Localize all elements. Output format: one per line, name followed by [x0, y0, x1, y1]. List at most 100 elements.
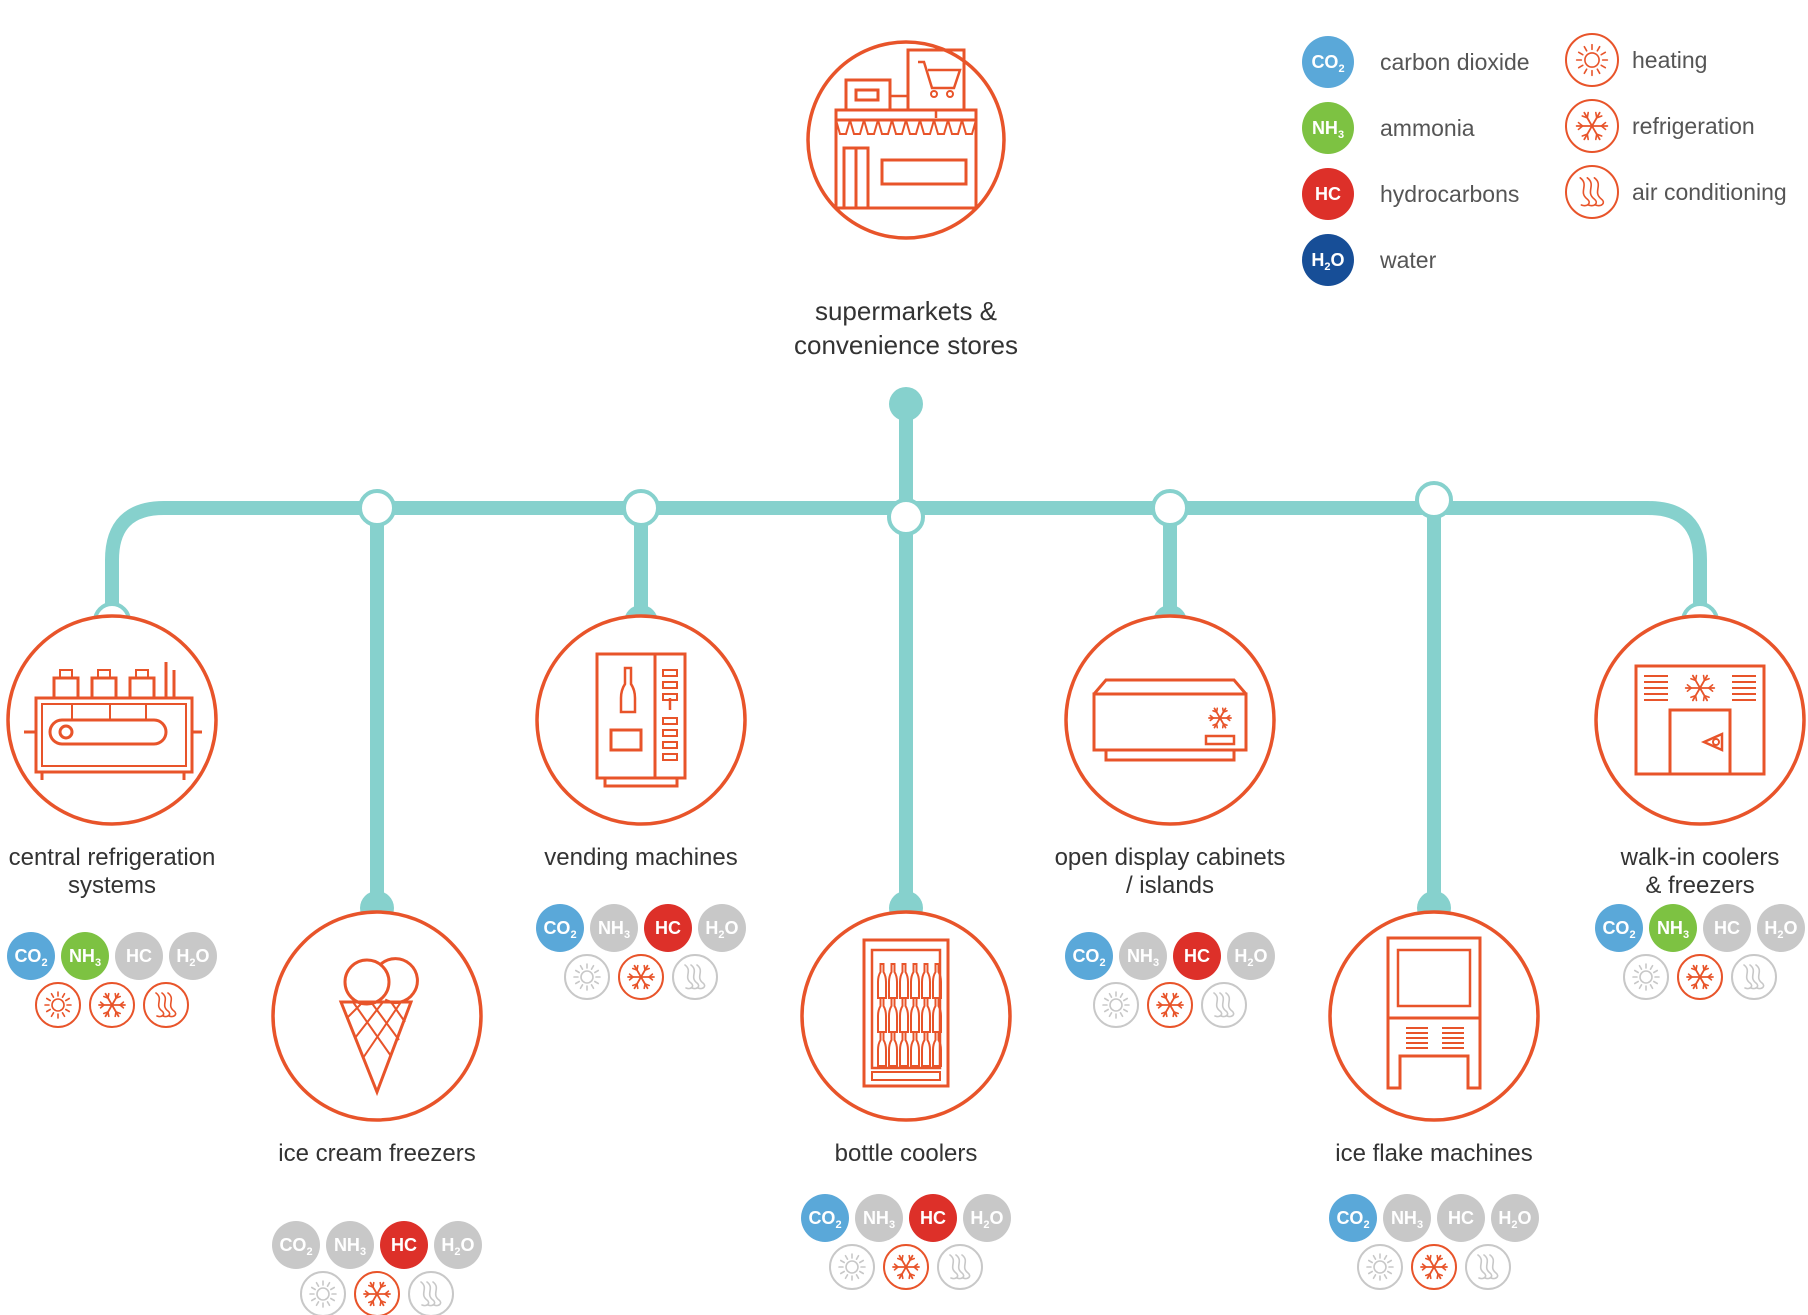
node-h2o-chip: H2O [169, 932, 217, 980]
node-label: bottle coolers [835, 1140, 978, 1167]
use-chips [35, 982, 189, 1028]
node-label: & freezers [1645, 872, 1754, 899]
node-co2-chip: CO2 [272, 1221, 320, 1269]
bus-junction-dot [1151, 489, 1189, 527]
vending-machine-icon [595, 652, 687, 788]
bus-junction-dot [887, 498, 925, 536]
snowflake-icon [892, 1254, 920, 1280]
root-label: supermarkets & [815, 296, 997, 326]
node-circle [1594, 614, 1806, 826]
bus-junction-dot [1415, 481, 1453, 519]
nh3-chip-label: NH3 [334, 1235, 366, 1258]
node-heating-chip [829, 1244, 875, 1290]
node-refrigeration-chip [89, 982, 135, 1028]
node-nh3-chip: NH3 [326, 1221, 374, 1269]
nh3-chip-label: NH3 [1127, 946, 1159, 969]
air-flow-icon [155, 992, 177, 1018]
node-refrigeration-chip [1147, 982, 1193, 1028]
nh3-chip-label: NH3 [1657, 918, 1689, 941]
legend-nh3-label: ammonia [1380, 115, 1475, 141]
node-label: open display cabinets [1055, 844, 1286, 871]
node-label: walk-in coolers [1620, 844, 1780, 871]
node-label: systems [68, 872, 156, 899]
snowflake-icon [98, 992, 126, 1018]
sun-icon [44, 991, 72, 1019]
node-air_conditioning-chip [672, 954, 718, 1000]
use-chips [1357, 1244, 1511, 1290]
node-co2-chip: CO2 [801, 1194, 849, 1242]
snowflake-icon [1575, 111, 1609, 141]
node-air_conditioning-chip [937, 1244, 983, 1290]
h2o-chip-label: H2O [1234, 946, 1267, 969]
display-cabinet-icon [1092, 678, 1248, 762]
node-h2o-chip: H2O [434, 1221, 482, 1269]
node-nh3-chip: NH3 [1383, 1194, 1431, 1242]
snowflake-icon [1686, 964, 1714, 990]
h2o-chip-label: H2O [441, 1235, 474, 1258]
node-label: ice cream freezers [278, 1140, 475, 1167]
ice-cream-icon [338, 957, 419, 1097]
legend-heating-label: heating [1632, 47, 1707, 73]
h2o-chip-label: H2O [705, 918, 738, 941]
snowflake-icon [1156, 992, 1184, 1018]
co2-chip-label: CO2 [808, 1208, 841, 1231]
use-chips [564, 954, 718, 1000]
node-circle [1328, 910, 1540, 1122]
hc-chip-label: HC [920, 1208, 946, 1228]
legend-refrigeration-chip [1565, 99, 1619, 153]
legend-nh3: NH3 ammonia [1302, 102, 1475, 154]
gas-chips: CO2 NH3 HC H2O [801, 1194, 1011, 1242]
legend-refrigeration-label: refrigeration [1632, 113, 1755, 139]
sun-icon [573, 963, 601, 991]
nh3-chip-label: NH3 [863, 1208, 895, 1231]
legend-co2-chip: CO2 [1302, 36, 1354, 88]
node-co2-chip: CO2 [536, 904, 584, 952]
legend-air_conditioning-chip [1565, 165, 1619, 219]
sun-icon [838, 1253, 866, 1281]
node-co2-chip: CO2 [7, 932, 55, 980]
root-junction-dot [889, 387, 923, 421]
legend-heating: heating [1565, 33, 1707, 87]
node-refrigeration-chip [1677, 954, 1723, 1000]
co2-chip-label: CO2 [1072, 946, 1105, 969]
refrigeration-rack-icon [24, 662, 202, 780]
node-nh3-chip: NH3 [590, 904, 638, 952]
snowflake-icon [1208, 707, 1232, 729]
use-chips [1093, 982, 1247, 1028]
node-heating-chip [564, 954, 610, 1000]
legend-refrigeration: refrigeration [1565, 99, 1755, 153]
legend-nh3-chip: NH3 [1302, 102, 1354, 154]
sun-icon [1102, 991, 1130, 1019]
hc-chip-label: HC [655, 918, 681, 938]
legend-air_conditioning-label: air conditioning [1632, 179, 1787, 205]
nh3-chip-label: NH3 [1391, 1208, 1423, 1231]
node-label: ice flake machines [1335, 1140, 1532, 1167]
node-co2-chip: CO2 [1329, 1194, 1377, 1242]
co2-chip-label: CO2 [543, 918, 576, 941]
legend-co2-label: carbon dioxide [1380, 49, 1530, 75]
node-circle [1064, 614, 1276, 826]
snowflake-icon [627, 964, 655, 990]
nh3-chip-label: NH3 [598, 918, 630, 941]
h2o-chip-label: H2O [970, 1208, 1003, 1231]
node-hc-chip: HC [1437, 1194, 1485, 1242]
node-label: central refrigeration [9, 844, 216, 871]
node-nh3-chip: NH3 [1119, 932, 1167, 980]
nh3-chip-label: NH3 [1312, 118, 1344, 141]
node-heating-chip [300, 1271, 346, 1315]
node-nh3-chip: NH3 [1649, 904, 1697, 952]
co2-chip-label: CO2 [1311, 52, 1344, 75]
legend-hc-label: hydrocarbons [1380, 181, 1519, 207]
node-air_conditioning-chip [408, 1271, 454, 1315]
bus-junction-dot [622, 489, 660, 527]
